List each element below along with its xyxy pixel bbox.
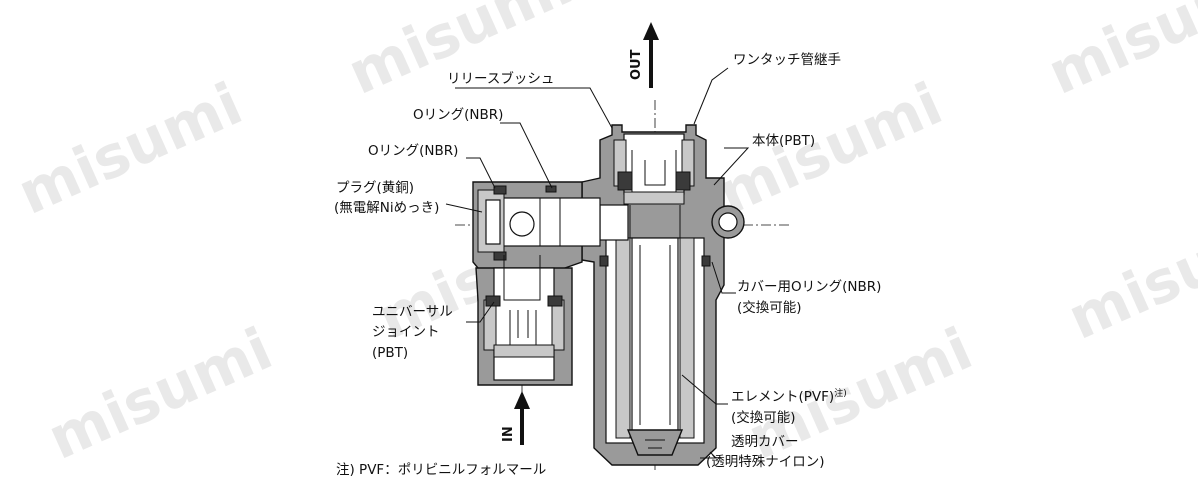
out-label: OUT xyxy=(629,49,644,80)
out-arrow: OUT xyxy=(629,22,659,88)
label-transparent-cover-material: (透明特殊ナイロン) xyxy=(706,454,825,470)
watermark-text: misumi xyxy=(338,0,582,108)
label-body: 本体(PBT) xyxy=(752,133,815,149)
label-plug: プラグ(黄銅) xyxy=(336,180,414,196)
label-cover-oring-replaceable: (交換可能) xyxy=(737,299,802,316)
watermark-text: misumi xyxy=(1058,194,1198,352)
label-element-replaceable: (交換可能) xyxy=(731,409,796,426)
watermark-text: misumi xyxy=(708,69,952,227)
watermark-text: misumi xyxy=(38,314,282,472)
leader-lines xyxy=(445,67,750,459)
watermark-text: misumi xyxy=(8,69,252,227)
universal-joint xyxy=(475,255,573,386)
label-oring-mid: Oリング(NBR) xyxy=(368,143,458,159)
footnote: 注) PVF：ポリビニルフォルマール xyxy=(336,462,546,478)
label-cover-oring: カバー用Oリング(NBR) xyxy=(737,279,881,295)
label-one-touch-fitting: ワンタッチ管継手 xyxy=(733,52,841,68)
label-plug-plating: (無電解Niめっき) xyxy=(334,200,439,216)
label-joint: ジョイント xyxy=(372,324,440,340)
watermark-text: misumi xyxy=(1038,0,1198,108)
label-joint-material: (PBT) xyxy=(372,345,408,361)
label-element-note: 注) xyxy=(834,387,847,399)
label-oring-top: Oリング(NBR) xyxy=(413,107,503,123)
label-layer: リリースブッシュ ワンタッチ管継手 Oリング(NBR) 本体(PBT) Oリング… xyxy=(334,52,881,478)
label-universal: ユニバーサル xyxy=(372,304,453,320)
in-arrow: IN xyxy=(501,391,530,445)
label-transparent-cover: 透明カバー xyxy=(731,434,799,450)
label-release-push: リリースブッシュ xyxy=(447,70,554,87)
label-element: エレメント(PVF)注) xyxy=(731,387,847,405)
in-label: IN xyxy=(501,426,516,442)
